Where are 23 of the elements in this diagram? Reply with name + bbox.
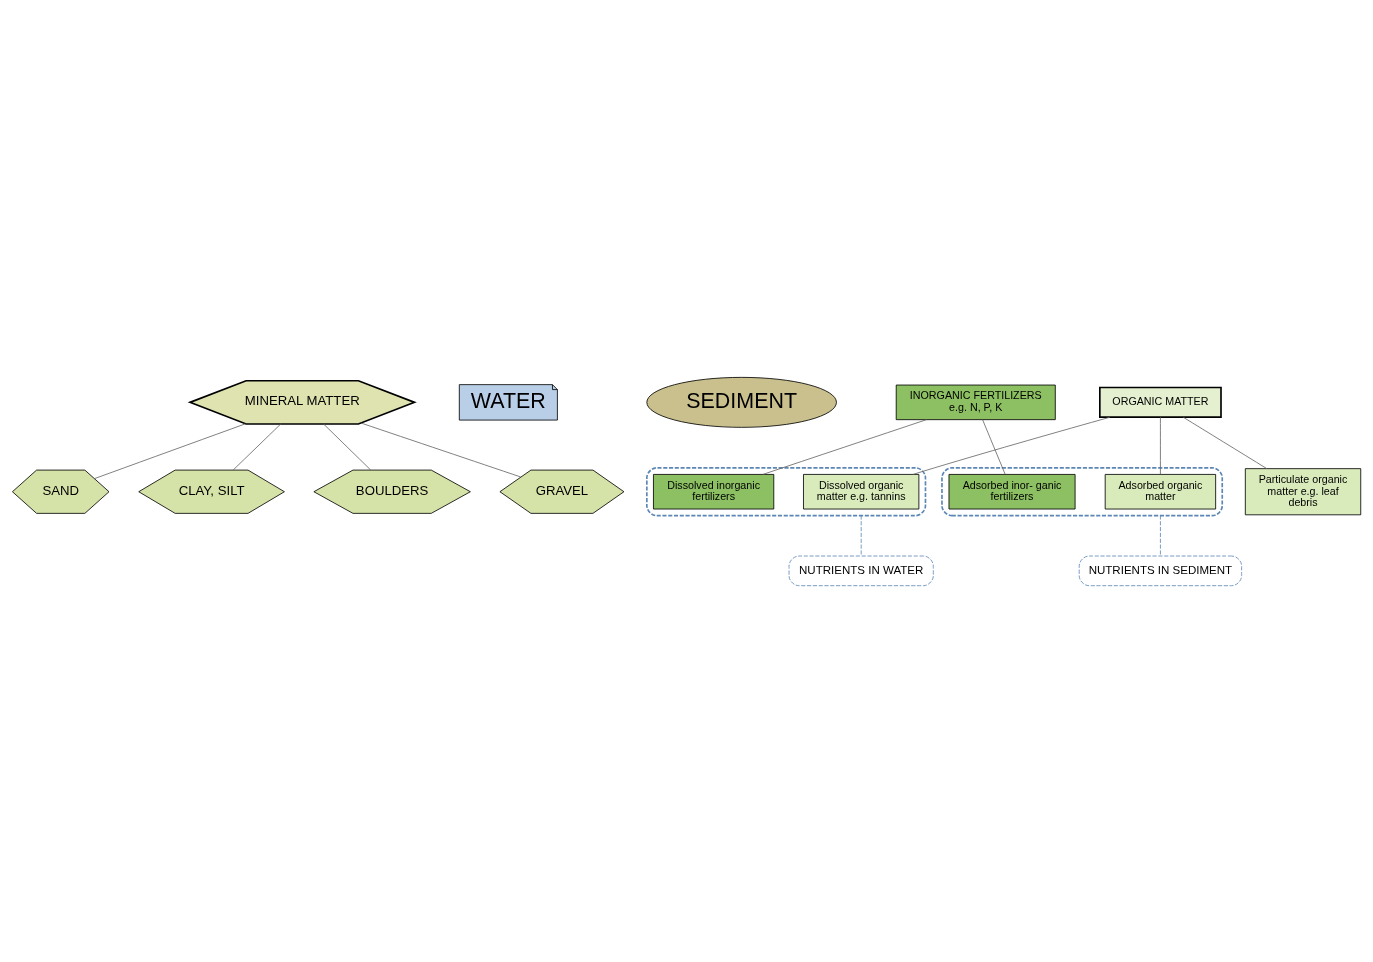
node-box: Dissolved organic matter e.g. tannins — [803, 473, 920, 509]
cluster — [941, 466, 1224, 516]
node-box: Dissolved inorganic fertilizers — [653, 473, 775, 509]
node-ellipse: SEDIMENT — [646, 376, 837, 428]
node-box: Particulate organic matter e.g. leaf debris — [1244, 467, 1362, 515]
connector — [323, 423, 372, 470]
connector — [1182, 416, 1268, 469]
node-box: ORGANIC MATTER — [1099, 386, 1222, 418]
connector — [982, 418, 1006, 475]
node-box: NUTRIENTS IN WATER — [788, 555, 934, 586]
connector — [860, 514, 862, 556]
connector — [762, 418, 927, 475]
cluster — [646, 466, 927, 516]
node-box: Adsorbed inor- ganic fertilizers — [948, 473, 1076, 509]
connector — [1160, 514, 1161, 556]
connector — [232, 423, 282, 470]
node-box: Adsorbed organic matter — [1104, 473, 1217, 509]
connector — [912, 416, 1111, 475]
connector — [360, 422, 522, 477]
connector — [94, 422, 246, 479]
node-box: NUTRIENTS IN SEDIMENT — [1078, 555, 1243, 586]
node-box: INORGANIC FERTILIZERS e.g. N, P, K — [895, 384, 1056, 420]
connector — [1160, 416, 1161, 475]
